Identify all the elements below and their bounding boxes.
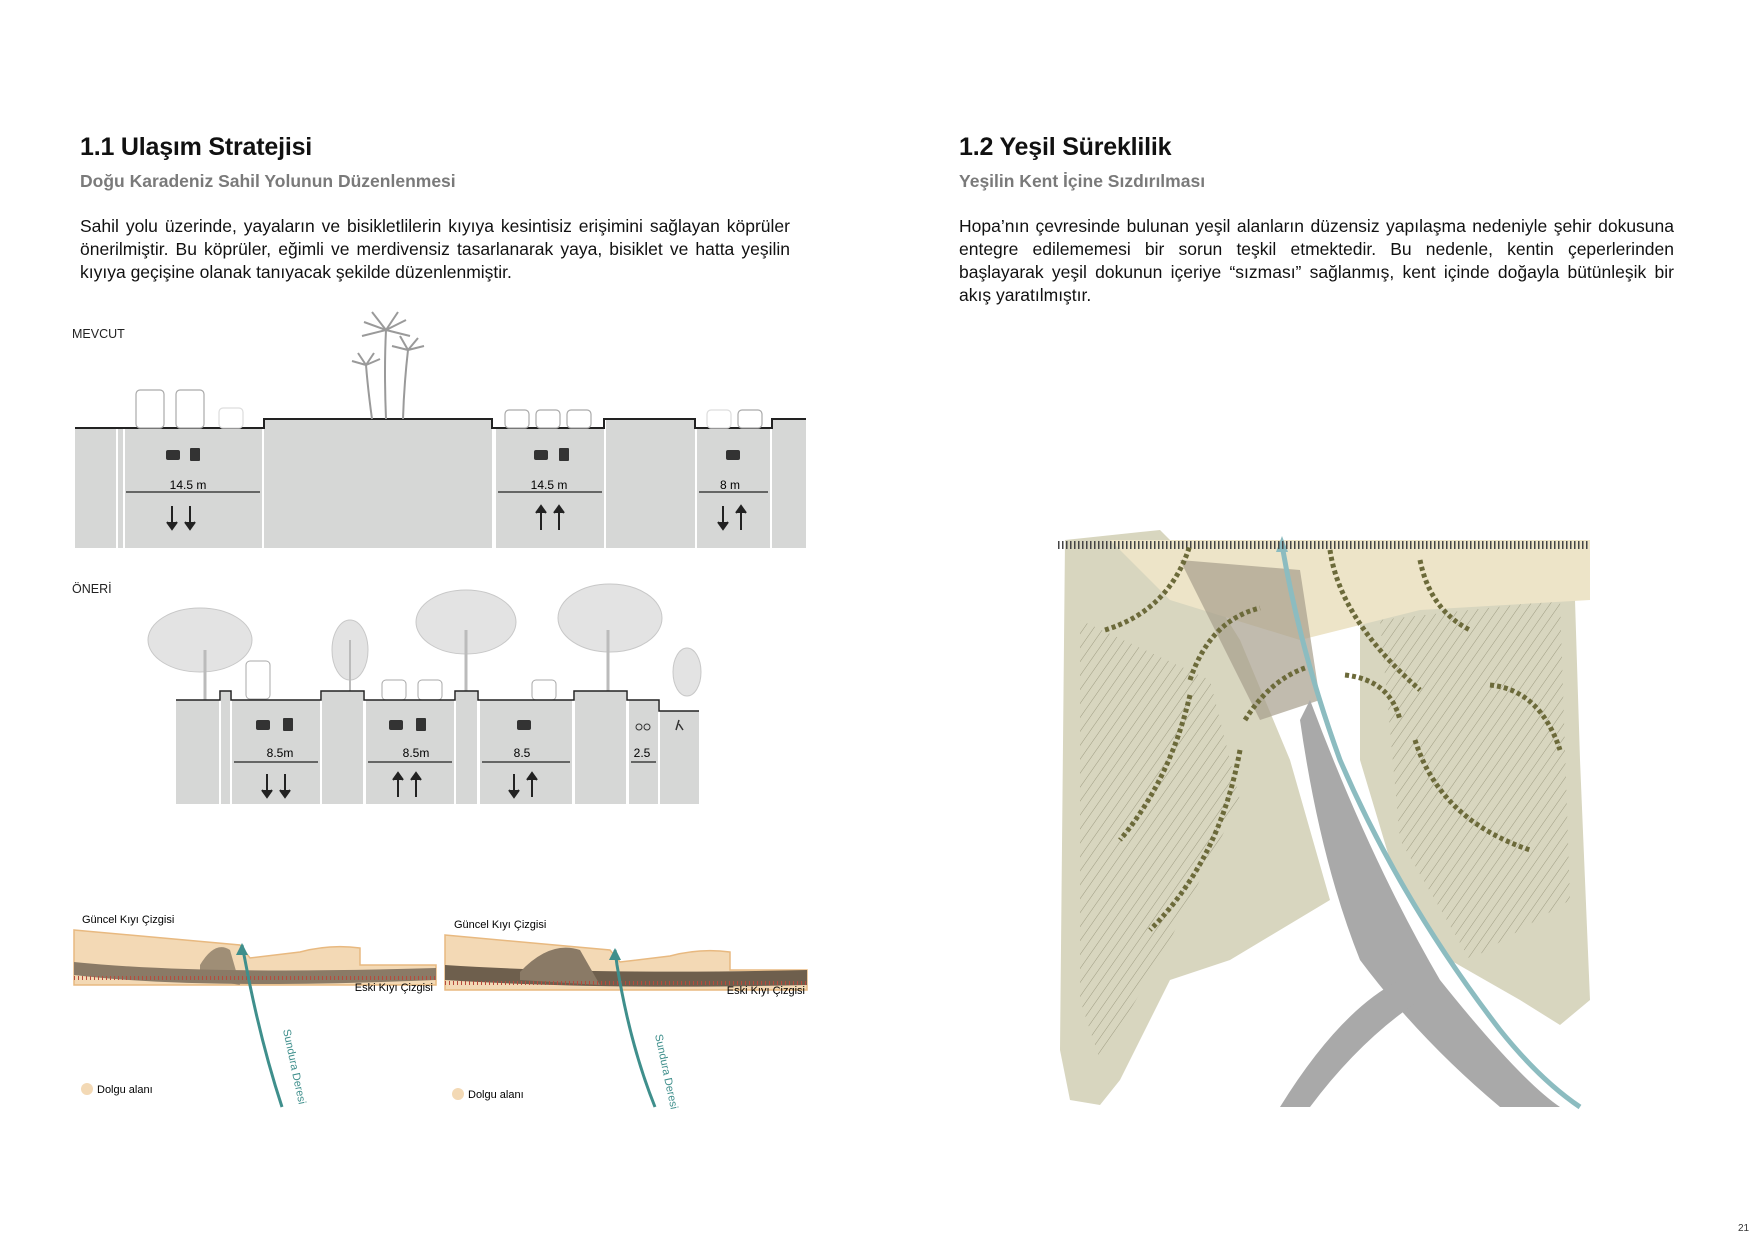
fill-area-legend: Dolgu alanı [97,1084,153,1096]
existing-section-label: MEVCUT [72,327,125,341]
dimension-label: 8 m [720,478,740,492]
existing-road-section [75,418,806,548]
stream-label: Sundura Deresi [280,1028,308,1105]
section-subtitle-green: Yeşilin Kent İçine Sızdırılması [959,171,1206,191]
palm-trees-illustration [351,311,425,420]
fill-area-legend: Dolgu alanı [468,1089,524,1101]
green-paragraph: Hopa’nın çevresinde bulunan yeşil alanla… [959,216,1674,305]
shoreline-map-after [444,934,808,1108]
section-title-green: 1.2 Yeşil Süreklilik [959,133,1172,161]
old-shoreline-label: Eski Kıyı Çizgisi [727,985,805,997]
car-icons [166,448,740,461]
proposed-road-section [176,690,699,804]
car-icons [256,718,684,731]
page-number: 21 [1738,1223,1750,1234]
current-shoreline-label: Güncel Kıyı Çizgisi [454,919,546,931]
dimension-label: 14.5 m [531,478,568,492]
current-shoreline-label: Güncel Kıyı Çizgisi [82,914,174,926]
traffic-direction-arrows [261,771,538,799]
traffic-direction-arrows [166,504,747,531]
dimension-label: 8.5 [514,746,531,760]
dimension-label: 8.5m [267,746,294,760]
transport-paragraph: Sahil yolu üzerinde, yayaların ve bisikl… [80,216,790,282]
old-shoreline-label: Eski Kıyı Çizgisi [355,982,433,994]
dimension-label: 8.5m [403,746,430,760]
green-flow-arrows [1104,544,1563,932]
green-continuity-map [1058,530,1590,1110]
vehicles-illustration [135,389,763,429]
section-subtitle-transport: Doğu Karadeniz Sahil Yolunun Düzenlenmes… [80,171,456,191]
section-title-transport: 1.1 Ulaşım Stratejisi [80,133,313,161]
stream-label: Sundura Deresi [652,1033,680,1110]
trees-illustration [147,583,702,701]
dimension-label: 14.5 m [170,478,207,492]
dimension-label: 2.5 [634,746,651,760]
shoreline-map-before [73,929,437,1108]
proposed-section-label: ÖNERİ [72,582,112,596]
